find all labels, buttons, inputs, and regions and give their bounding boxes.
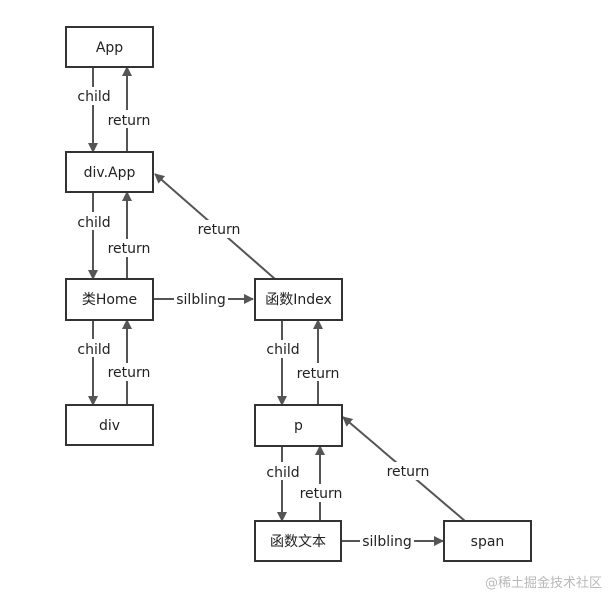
node-span-label: span	[471, 534, 505, 550]
watermark-text: @稀土掘金技术社区	[485, 575, 602, 591]
edge-label-index-child: child	[266, 342, 299, 358]
node-p: p	[254, 404, 343, 447]
node-div-label: div	[99, 418, 120, 434]
edge-label-text-sibling: silbling	[362, 534, 412, 550]
edge-label-index-return: return	[198, 222, 241, 238]
edge-label-home-return: return	[108, 365, 151, 381]
node-text-label: 函数文本	[270, 534, 326, 550]
node-home-label: 类Home	[82, 292, 137, 308]
edge-label-text-return: return	[300, 486, 343, 502]
node-p-label: p	[294, 418, 303, 434]
edge-label-p-return-to-index: return	[297, 366, 340, 382]
node-div-app-label: div.App	[84, 165, 136, 181]
node-home: 类Home	[65, 278, 154, 321]
edge-label-divapp-return: return	[108, 241, 151, 257]
node-app-label: App	[96, 40, 123, 56]
edge-label-app-child: child	[77, 89, 110, 105]
edge-label-app-return: return	[108, 113, 151, 129]
node-app: App	[65, 26, 154, 68]
node-text: 函数文本	[254, 520, 342, 562]
node-div-app: div.App	[65, 151, 154, 193]
edge-label-home-sibling: silbling	[176, 292, 226, 308]
node-index-label: 函数Index	[265, 292, 332, 308]
edge-label-home-child: child	[77, 342, 110, 358]
edge-label-span-return: return	[387, 464, 430, 480]
node-span: span	[443, 520, 532, 562]
node-div: div	[65, 404, 154, 446]
edge-label-p-child: child	[266, 465, 299, 481]
node-index: 函数Index	[254, 278, 343, 321]
edge-label-divapp-child: child	[77, 215, 110, 231]
